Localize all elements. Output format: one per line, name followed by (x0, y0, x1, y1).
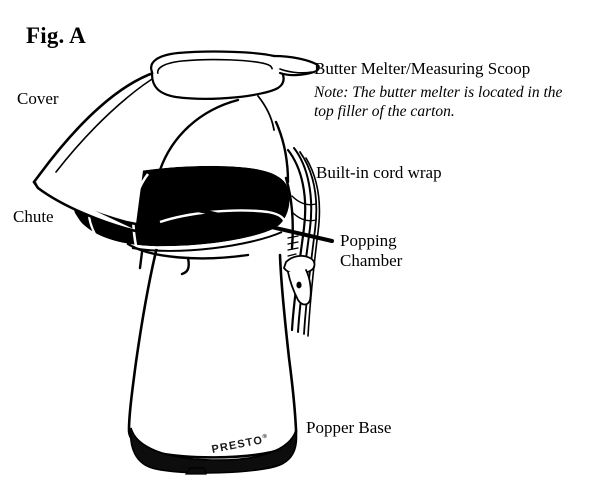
callout-popping-chamber-line2: Chamber (340, 251, 403, 270)
callout-butter-melter-note: Note: The butter melter is located in th… (314, 84, 563, 120)
cord-grip-ridges (287, 235, 299, 257)
chute-lower-edge (32, 180, 142, 234)
callout-popping-chamber-line1: Popping (340, 231, 397, 250)
leader-line-popping-chamber (174, 203, 334, 243)
callout-butter-melter: Butter Melter/Measuring Scoop (314, 59, 531, 78)
popper-neck (158, 98, 294, 250)
chamber-lower-rim (126, 242, 250, 276)
body-outline (127, 241, 298, 459)
callout-cord-wrap: Built-in cord wrap (316, 163, 442, 182)
base-foot (184, 467, 207, 475)
chute-inner-fold (55, 73, 161, 173)
cord-plug (283, 255, 316, 306)
cover-chute-funnel (32, 70, 161, 234)
popper-base-black-band (129, 427, 298, 475)
scoop-bowl-wall (150, 67, 285, 100)
leader-lines (174, 203, 334, 243)
callout-popper-base: Popper Base (306, 418, 392, 437)
scoop-handle-underline (279, 68, 313, 74)
callout-cover: Cover (17, 89, 59, 108)
figure-title: Fig. A (26, 23, 86, 48)
butter-melter-scoop (150, 50, 320, 131)
popper-base-body (127, 241, 298, 459)
registered-trademark-symbol: ® (262, 433, 269, 441)
callout-chute: Chute (13, 207, 54, 226)
built-in-cord-wrap (283, 147, 321, 337)
scoop-stem (257, 95, 275, 131)
